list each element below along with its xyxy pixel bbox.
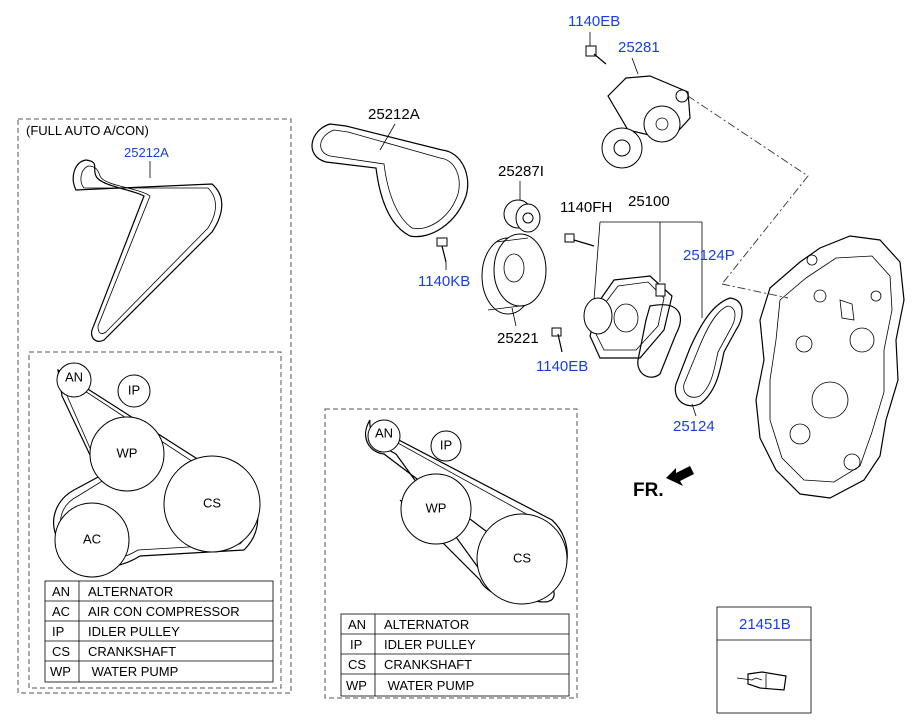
callout-25124[interactable]: 25124 bbox=[673, 418, 715, 435]
water-pump-25100[interactable] bbox=[583, 275, 673, 359]
front-arrow-icon bbox=[666, 466, 694, 486]
bolt-1140fh[interactable] bbox=[564, 233, 595, 247]
callout-25100[interactable]: 25100 bbox=[628, 193, 670, 210]
callout-25287i[interactable]: 25287I bbox=[498, 163, 544, 180]
left-legend-desc-0: ALTERNATOR bbox=[88, 584, 173, 599]
drive-belt-25212a[interactable] bbox=[311, 123, 469, 238]
left-legend-desc-1: AIR CON COMPRESSOR bbox=[88, 604, 240, 619]
callout-1140eb-upper[interactable]: 1140EB bbox=[568, 13, 620, 30]
front-indicator-label: FR. bbox=[633, 480, 664, 501]
callout-25281[interactable]: 25281 bbox=[618, 39, 660, 56]
left-pulley-wp-label: WP bbox=[117, 445, 138, 460]
part-box-21451b[interactable] bbox=[716, 606, 812, 714]
water-pump-pulley-25221[interactable] bbox=[481, 233, 547, 315]
left-pulley-cs-label: CS bbox=[203, 495, 221, 510]
part-box-code[interactable]: 21451B bbox=[739, 616, 791, 633]
center-pulley-cs bbox=[476, 513, 568, 605]
left-legend-code-0: AN bbox=[52, 584, 70, 599]
left-pulley-an bbox=[56, 362, 92, 398]
center-legend-desc-0: ALTERNATOR bbox=[384, 617, 469, 632]
left-legend-table: AN ALTERNATOR AC AIR CON COMPRESSOR IP I… bbox=[44, 580, 274, 683]
center-pulley-ip bbox=[430, 430, 462, 462]
center-legend-desc-1: IDLER PULLEY bbox=[384, 637, 476, 652]
callout-1140kb[interactable]: 1140KB bbox=[418, 273, 470, 290]
left-legend-code-2: IP bbox=[52, 624, 64, 639]
bolt-1140kb[interactable] bbox=[436, 237, 448, 263]
left-pulley-wp bbox=[89, 416, 165, 492]
tensioner-bracket-25281[interactable] bbox=[601, 75, 691, 169]
gasket-25124p[interactable] bbox=[637, 304, 681, 378]
assembly-leader-upper bbox=[687, 95, 809, 285]
left-legend-desc-4: WATER PUMP bbox=[88, 664, 178, 679]
center-pulley-cs-label: CS bbox=[513, 550, 531, 565]
left-legend-code-3: CS bbox=[52, 644, 70, 659]
left-legend-code-4: WP bbox=[50, 664, 71, 679]
bolt-1140eb-lower[interactable] bbox=[551, 327, 563, 353]
full-auto-acon-title: (FULL AUTO A/CON) bbox=[26, 123, 149, 138]
left-pulley-an-label: AN bbox=[65, 369, 83, 384]
left-belt-callout[interactable]: 25212A bbox=[124, 145, 169, 160]
callout-25124p[interactable]: 25124P bbox=[683, 247, 735, 264]
engine-timing-cover bbox=[755, 235, 905, 499]
left-legend-desc-3: CRANKSHAFT bbox=[88, 644, 176, 659]
assembly-leader-lower bbox=[721, 283, 789, 299]
idler-pulley-25287i[interactable] bbox=[503, 199, 541, 233]
center-legend-desc-2: CRANKSHAFT bbox=[384, 657, 472, 672]
callout-25212a[interactable]: 25212A bbox=[368, 106, 420, 123]
center-legend-code-3: WP bbox=[346, 678, 367, 693]
callout-1140fh[interactable]: 1140FH bbox=[560, 199, 612, 216]
left-pulley-ip-label: IP bbox=[128, 382, 140, 397]
center-legend-desc-3: WATER PUMP bbox=[384, 678, 474, 693]
left-drive-belt[interactable] bbox=[72, 159, 223, 342]
center-legend-code-1: IP bbox=[350, 637, 362, 652]
center-legend-code-2: CS bbox=[348, 657, 366, 672]
left-legend-code-1: AC bbox=[52, 604, 70, 619]
center-pulley-wp bbox=[400, 473, 472, 545]
sealant-tube-icon bbox=[736, 671, 787, 691]
left-pulley-ac bbox=[54, 502, 130, 578]
callout-1140eb-lower[interactable]: 1140EB bbox=[536, 358, 588, 375]
center-legend-code-0: AN bbox=[348, 617, 366, 632]
left-pulley-cs bbox=[163, 455, 261, 553]
center-pulley-an-label: AN bbox=[375, 425, 393, 440]
center-pulley-ip-label: IP bbox=[440, 437, 452, 452]
left-routing-box bbox=[28, 351, 282, 689]
full-auto-acon-panel-border bbox=[17, 118, 292, 694]
center-routing-box bbox=[324, 408, 578, 699]
gasket-25124[interactable] bbox=[674, 297, 743, 407]
bolt-1140eb-upper[interactable] bbox=[585, 45, 607, 65]
center-pulley-an bbox=[367, 419, 401, 453]
center-pulley-wp-label: WP bbox=[426, 500, 447, 515]
left-pulley-ip bbox=[117, 374, 151, 408]
callout-25221[interactable]: 25221 bbox=[497, 330, 539, 347]
left-pulley-ac-label: AC bbox=[83, 531, 101, 546]
center-legend-table: AN ALTERNATOR IP IDLER PULLEY CS CRANKSH… bbox=[340, 613, 570, 697]
left-legend-desc-2: IDLER PULLEY bbox=[88, 624, 180, 639]
